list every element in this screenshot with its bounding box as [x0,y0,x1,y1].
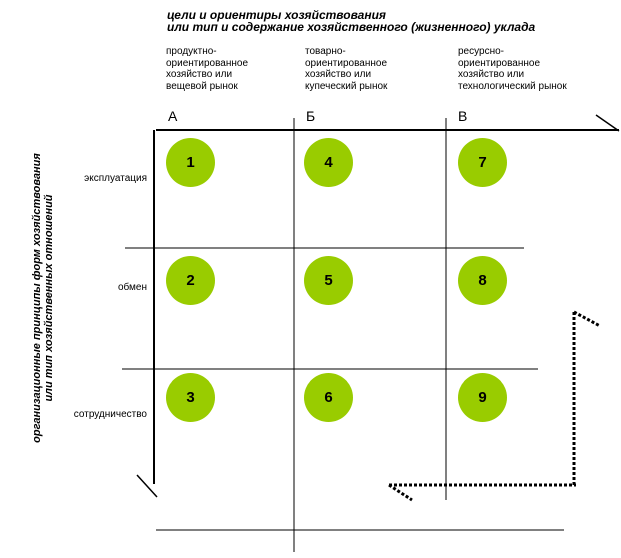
cell-circle-6: 6 [304,373,353,422]
vertical-axis-title-line1: организационные принципы форм хозяйствов… [31,153,43,443]
row-label-exploitation: эксплуатация [84,173,147,184]
column-b-description: товарно- ориентированное хозяйство или к… [305,46,388,92]
cell-circle-4: 4 [304,138,353,187]
cell-circle-5: 5 [304,256,353,305]
column-a-letter: А [168,108,178,124]
row-label-cooperation: сотрудничество [73,409,147,420]
cell-circle-3: 3 [166,373,215,422]
cell-circle-7: 7 [458,138,507,187]
horizontal-axis-arrow-tick [595,114,620,132]
header-title-line1: цели и ориентиры хозяйствования [167,8,386,22]
cell-circle-2: 2 [166,256,215,305]
column-c-description: ресурсно- ориентированное хозяйство или … [458,46,567,92]
column-c-letter: В [458,108,468,124]
cell-circle-9: 9 [458,373,507,422]
cell-circle-8: 8 [458,256,507,305]
vertical-axis-arrow-tick [136,474,158,498]
vertical-axis-title-line2: или тип хозяйственных отношений [43,194,55,402]
header-title-line2: или тип и содержание хозяйственного (жиз… [167,20,536,34]
column-b-letter: Б [306,108,316,124]
column-a-description: продуктно- ориентированное хозяйство или… [166,46,249,92]
vertical-axis-title: организационные принципы форм хозяйствов… [31,138,55,458]
dotted-path-arrow [388,310,601,502]
cell-circle-1: 1 [166,138,215,187]
row-label-exchange: обмен [117,282,147,293]
